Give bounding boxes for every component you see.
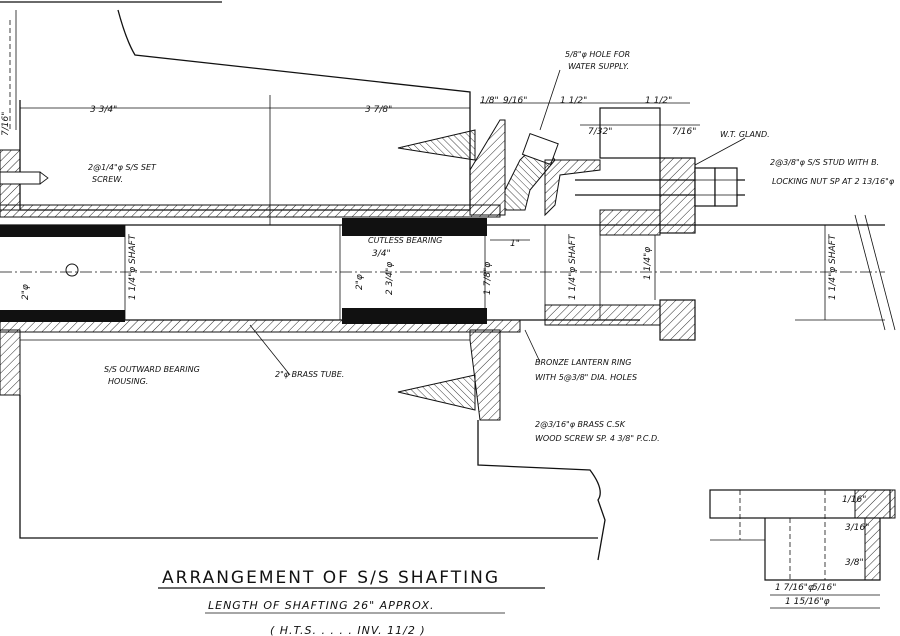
label-stud: 2@3/8"φ S/S STUD WITH B.	[770, 158, 879, 167]
scale-note: ( H.T.S. . . . . INV. 11/2 )	[270, 624, 426, 636]
dim-inset-bottom-b: 1 15/16"φ	[785, 597, 830, 607]
label-outward-bearing: S/S OUTWARD BEARING	[104, 365, 200, 374]
leader-lantern	[524, 329, 541, 363]
drawing-subtitle: LENGTH OF SHAFTING 26" APPROX.	[208, 599, 435, 612]
dim-2phi-b: 2"φ	[355, 274, 365, 290]
dim-1-8: 1/8"	[480, 96, 499, 106]
label-cutless-bearing: CUTLESS BEARING	[368, 236, 442, 245]
label-wt-gland: W.T. GLAND.	[720, 130, 770, 139]
gland-lower-body	[544, 304, 661, 326]
wood-screw-upper	[397, 129, 476, 161]
dim-left: 7/16"	[1, 112, 11, 136]
dim-shaft-b: 1 1/4"φ SHAFT	[568, 233, 578, 300]
left-wall-hatch-lower	[0, 329, 21, 396]
hull-block-lower	[19, 395, 598, 539]
drawing-title: ARRANGEMENT OF S/S SHAFTING	[162, 568, 500, 588]
hull-break-line	[477, 420, 606, 561]
dim-2phi-a: 2"φ	[21, 284, 31, 300]
water-inlet-fitting	[521, 132, 559, 166]
lower-bearing-housing	[0, 319, 521, 333]
label-water-hole-2: WATER SUPPLY.	[568, 62, 629, 71]
gland-box	[599, 107, 661, 159]
label-water-hole: 5/8"φ HOLE FOR	[565, 50, 630, 59]
gland-bottom	[599, 209, 661, 236]
label-lantern-ring-2: WITH 5@3/8" DIA. HOLES	[535, 373, 637, 382]
dim-1-1-2-a: 1 1/2"	[560, 96, 587, 106]
dim-9-16: 9/16"	[503, 96, 527, 106]
dim-3-3-4: 3 3/4"	[90, 105, 117, 115]
cutless-bearing-top	[342, 218, 487, 236]
gland-body	[544, 159, 601, 217]
label-lantern-ring: BRONZE LANTERN RING	[535, 358, 631, 367]
label-brass-tube: 2"φ BRASS TUBE.	[275, 370, 344, 379]
dim-inset-b: 3/16"	[845, 523, 869, 533]
dim-1-7-8: 1 7/8"φ	[483, 262, 493, 295]
dim-3-7-8: 3 7/8"	[365, 105, 392, 115]
dim-2-3-4: 2 3/4"φ	[385, 262, 395, 295]
dim-1-1-2-b: 1 1/2"	[645, 96, 672, 106]
upper-bearing-housing	[0, 204, 501, 218]
label-wood-screw: 2@3/16"φ BRASS C.SK	[535, 420, 626, 429]
dim-7-16: 7/16"	[672, 127, 696, 137]
dim-inset-bottom-c: 5/16"	[812, 583, 836, 593]
label-set-screw: 2@1/4"φ S/S SET	[88, 163, 157, 172]
hull-break-right-1	[854, 214, 886, 331]
label-set-screw-2: SCREW.	[92, 175, 123, 184]
set-screw	[0, 171, 41, 185]
dim-inset-c: 3/8"	[845, 558, 864, 568]
leader-water-hole	[539, 69, 561, 131]
lock-nut-1	[694, 167, 716, 207]
dim-1in: 1"	[510, 239, 520, 249]
label-outward-bearing-2: HOUSING.	[108, 377, 148, 386]
label-stud-2: LOCKING NUT SP AT 2 13/16"φ	[772, 177, 895, 186]
label-wood-screw-2: WOOD SCREW SP. 4 3/8" P.C.D.	[535, 434, 660, 443]
wt-gland-flange-lower	[659, 299, 696, 341]
dim-3-4: 3/4"	[372, 249, 391, 259]
shaft-marker-circle	[65, 263, 79, 277]
hull-block-outline	[19, 9, 471, 211]
outer-bearing-bottom	[0, 310, 125, 322]
dim-shaft-c: 1 1/4"φ	[643, 247, 653, 280]
dim-7-32: 7/32"	[588, 127, 612, 137]
dim-inset-a: 1/16"	[842, 495, 866, 505]
wood-screw-lower	[397, 374, 476, 411]
inset-detail-gland	[709, 489, 896, 609]
outer-bearing-top	[0, 225, 125, 237]
housing-flange-upper	[469, 119, 506, 216]
hull-break-right-2	[864, 214, 896, 331]
dim-shaft-d: 1 1/4"φ SHAFT	[828, 233, 838, 300]
lock-nut-2	[714, 167, 738, 207]
leader-brass-tube	[249, 324, 291, 376]
leader-wt-gland	[694, 137, 746, 166]
dim-shaft-a: 1 1/4"φ SHAFT	[128, 233, 138, 300]
dim-inset-bottom-a: 1 7/16"φ	[775, 583, 814, 593]
